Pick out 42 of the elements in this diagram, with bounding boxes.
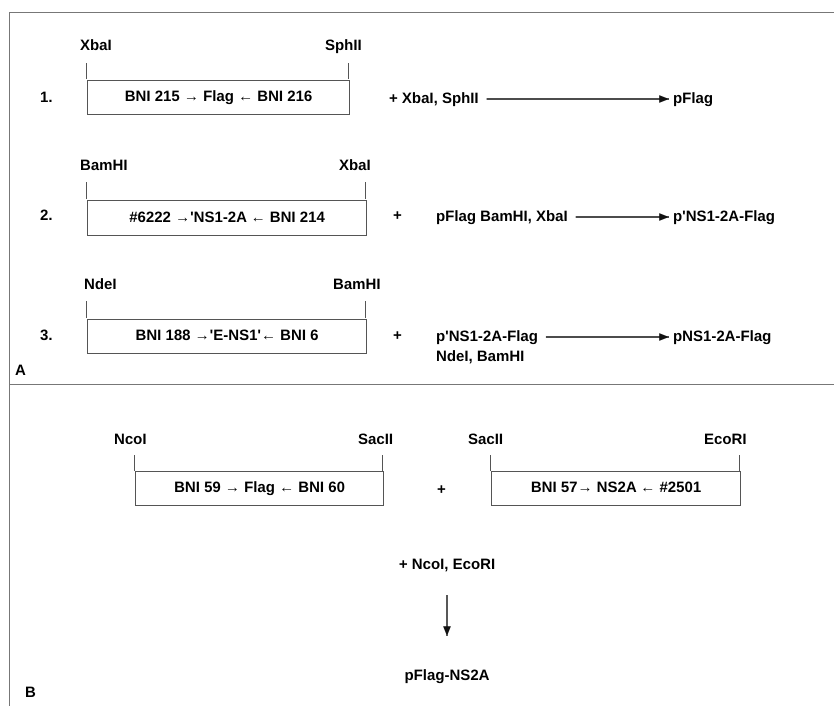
panel-letter: A <box>15 360 26 380</box>
step-number: 2. <box>40 207 53 225</box>
plus-sign: + <box>393 327 402 345</box>
step-number: 3. <box>40 327 53 345</box>
panel-letter: B <box>25 682 36 702</box>
construct-text: pFlag BamHI, XbaI <box>436 207 568 227</box>
fragment-label: BNI 215 → Flag ← BNI 216 <box>124 87 312 108</box>
enzyme-site-label: NdeI <box>84 276 117 294</box>
fragment-label: BNI 57→ NS2A ← #2501 <box>530 478 702 498</box>
enzyme-site-label: EcoRI <box>704 431 747 449</box>
panel-frame <box>9 12 834 385</box>
construct-text: pFlag-NS2A <box>347 666 547 686</box>
arrow <box>546 333 669 341</box>
enzyme-site-label: SphII <box>325 37 362 55</box>
step-number: 1. <box>40 89 53 107</box>
construct-text: pFlag <box>673 89 713 109</box>
pcr-fragment-box <box>87 80 350 115</box>
enzyme-site-label: SacII <box>358 431 394 449</box>
construct-text: pʹNS1-2A-Flag <box>673 207 775 227</box>
pcr-fragment-box <box>491 471 741 506</box>
arrow <box>486 95 669 103</box>
enzyme-site-label: XbaI <box>339 157 371 175</box>
fragment-label: BNI 59 → Flag ← BNI 60 <box>174 478 345 498</box>
enzyme-site-label: XbaI <box>80 37 112 55</box>
plus-sign: + <box>437 481 446 499</box>
pcr-fragment-box <box>135 471 384 506</box>
pcr-fragment-box <box>87 200 367 236</box>
construct-text: + NcoI, EcoRI <box>347 555 547 575</box>
construct-text: NdeI, BamHI <box>436 347 524 367</box>
enzyme-site-label: BamHI <box>80 157 128 175</box>
construct-text: + XbaI, SphII <box>389 89 479 109</box>
enzyme-site-label: SacII <box>468 431 504 449</box>
construct-text: pNS1-2A-Flag <box>673 327 772 347</box>
enzyme-site-label: BamHI <box>333 276 381 294</box>
arrow <box>576 213 669 221</box>
fragment-label: #6222 →ʹNS1-2A ← BNI 214 <box>129 208 325 228</box>
construct-text: pʹNS1-2A-Flag <box>436 327 538 347</box>
arrow <box>443 595 451 636</box>
enzyme-site-label: NcoI <box>114 431 147 449</box>
pcr-fragment-box <box>87 319 367 354</box>
plus-sign: + <box>393 207 402 225</box>
fragment-label: BNI 188 →ʹE-NS1ʹ← BNI 6 <box>135 326 319 346</box>
